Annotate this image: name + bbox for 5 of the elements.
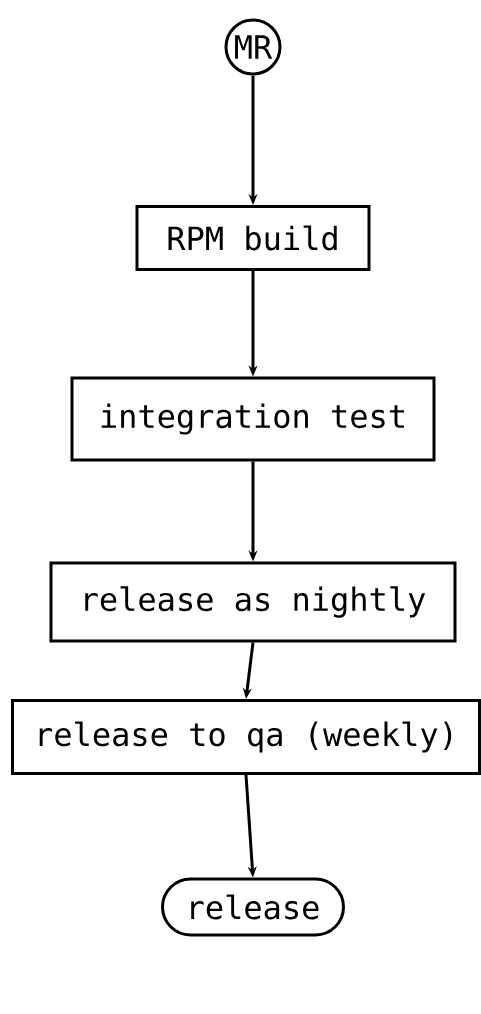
process-box: RPM build xyxy=(135,205,371,271)
process-box: release as nightly xyxy=(49,561,457,643)
process-box: integration test xyxy=(70,376,436,462)
process-box: release to qa (weekly) xyxy=(11,699,481,775)
end-terminal: release xyxy=(161,877,345,937)
